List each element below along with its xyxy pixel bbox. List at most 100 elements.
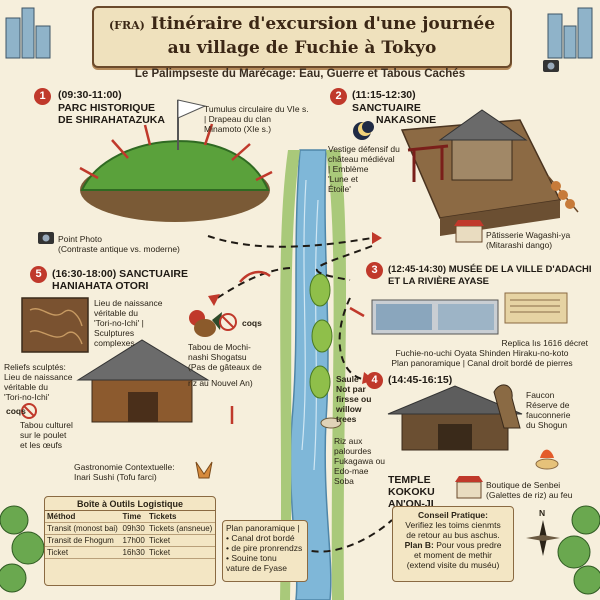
plan-b-label: Plan B: [404,540,434,550]
reliefs-line: véritable du [4,382,48,392]
logistics-toolbox: Boîte à Outils Logistique Méthod Time Ti… [44,496,216,586]
gastro-line: Gastronomie Contextuelle: [74,462,175,472]
birth-line: 'Tori-no-Ichi' | [94,318,144,328]
clam-rice-note: Riz aux palourdes Fukagawa ou Edo-mae So… [334,436,390,486]
birth-line: complexes [94,338,135,348]
title-text-1: Itinéraire d'excursion d'une journée [150,14,496,34]
mochi-taboo-note: Tabou de Mochi- nashi Shogatsu (Pas de g… [188,342,282,388]
willow-line: Not par [336,384,366,394]
time-cell: 16h30 [120,546,148,559]
falcon-line: du Shogun [526,420,568,430]
method-cell: Transit de Fhogum [45,534,121,547]
stop-2-note: château médiéval [328,154,395,164]
stop-4-time: (14:45-16:15) [388,374,453,386]
subtitle: Le Palimpseste du Marécage: Eau, Guerre … [134,68,466,80]
culture-taboo-note: Tabou culturel sur le poulet et les œufs [20,420,96,450]
stop-2-note: Étoile' [328,184,351,194]
willow-note: Saule Not par firsse ou willow trees [336,374,382,424]
compass-icon [526,520,560,556]
stop-2-note: 'Lune et [328,174,358,184]
gastro-line: Inari Sushi (Tofu farci) [74,472,157,482]
stop-5-name-2: HANIAHATA OTORI [52,280,149,292]
title-banner: (FRA) Itinéraire d'excursion d'une journ… [92,6,512,68]
toolbox-header-row: Méthod Time Tickets [45,511,215,523]
stop-2-time: (11:15-12:30) [352,89,416,101]
plan-line: • de pire pronrendzs [226,543,303,553]
stop-1-note: | Drapeau du clan [204,114,271,124]
plan-line: vature de Fyase [226,563,287,573]
senbei-line: Boutique de Senbei [486,480,561,490]
coqs-label: coqs [242,318,262,328]
stop-1-notes: Tumulus circulaire du VIe s. | Drapeau d… [204,104,314,134]
stop-3-time-name: (12:45-14:30) MUSÉE DE LA VILLE D'ADACHI [388,264,592,275]
stop-2-name-2: NAKASONE [376,114,437,126]
stop-3-notes: Replica lıs 1616 décret Fuchie-no-uchi O… [366,338,598,368]
stop-1-photo-point: Point Photo (Contraste antique vs. moder… [58,234,228,254]
shop-detail: (Mitarashi dango) [486,240,553,250]
falcon-line: fauconnerie [526,410,571,420]
shop-name: Pâtisserie Wagashi-ya [486,230,571,240]
riz-line: palourdes [334,446,372,456]
mochi-line: nashi Shogatsu [188,352,247,362]
reliefs-line: Reliefs sculptés: [4,362,66,372]
mochi-line: riz au Nouvel An) [188,378,253,388]
photo-point-detail: (Contraste antique vs. moderne) [58,244,180,254]
stop-3-note: Replica lıs 1616 décret [501,338,588,348]
stop-4-name-1: TEMPLE [388,474,431,486]
falcon-note: Faucon Réserve de fauconnerie du Shogun [526,390,598,430]
practical-tips: Conseil Pratique: Verifiez les toims cie… [392,506,514,582]
stop-3-number: 3 [366,262,383,279]
toolbox-col-method: Méthod [45,511,121,523]
birth-line: Lieu de naissance [94,298,163,308]
stop-3-name-2: ET LA RIVIÈRE AYASE [388,276,490,287]
table-row: Transit (monost bai) 09h30 Tickets (ansn… [45,522,215,535]
riz-line: Riz aux [334,436,363,446]
mochi-line: (Pas de gâteaux de [188,362,262,372]
toolbox-title: Boîte à Outils Logistique [45,497,215,511]
stop-2-shop: Pâtisserie Wagashi-ya (Mitarashi dango) [486,230,598,250]
stop-2-notes: Vestige défensif du château médiéval | E… [328,144,428,194]
reliefs-line: 'Tori-no-Ichi' [4,392,50,402]
tickets-cell: Tickets (ansneue) [147,522,215,535]
stop-1-note: Minamoto (XIe s.) [204,124,272,134]
plan-b-line: (extend visite du muséu) [406,560,500,570]
culture-line: sur le poulet [20,430,67,440]
toolbox-col-time: Time [120,511,148,523]
stop-5-birth-note: Lieu de naissance véritable du 'Tori-no-… [94,298,194,348]
stop-4-name-2: KOKOKU [388,486,435,498]
method-cell: Ticket [45,546,121,559]
toolbox-col-tickets: Tickets [147,511,215,523]
plan-line: • Canal drot bordé [226,533,295,543]
coqs-taboo-label: coqs [6,406,26,416]
birth-line: véritable du [94,308,138,318]
falcon-line: Faucon [526,390,555,400]
language-tag: (FRA) [108,19,145,32]
title-line-1: (FRA) Itinéraire d'excursion d'une journ… [94,13,510,37]
plan-b-line: et moment de methir [414,550,492,560]
stop-1-name-1: PARC HISTORIQUE [58,102,156,114]
willow-line: trees [336,414,357,424]
willow-line: firsse ou [336,394,372,404]
reliefs-note: Reliefs sculptés: Lieu de naissance véri… [4,362,92,402]
falcon-line: Réserve de [526,400,570,410]
stop-3-note: Fuchie-no-uchi Oyata Shinden Hiraku-no-k… [395,348,569,358]
compass-north: N [539,508,546,518]
stop-2-number: 2 [330,88,347,105]
culture-line: Tabou culturel [20,420,73,430]
birth-line: Sculptures [94,328,135,338]
tips-line: de retour au bus aschus. [406,530,500,540]
riz-line: Fukagawa ou [334,456,386,466]
willow-line: willow [336,404,362,414]
time-cell: 17h00 [120,534,148,547]
tickets-cell: Ticket [147,546,215,559]
gastronomy-note: Gastronomie Contextuelle: Inari Sushi (T… [74,462,202,482]
compass-rose: N [520,508,566,568]
senbei-shop-note: Boutique de Senbei (Galettes de riz) au … [486,480,598,500]
stop-3-note: Plan panoramique | Canal droit bordé de … [391,358,573,368]
method-cell: Transit (monost bai) [45,522,121,535]
table-row: Transit de Fhogum 17h00 Ticket [45,534,215,547]
riz-line: Soba [334,476,354,486]
willow-line: Saule [336,374,359,384]
plan-b-line: Pour vous predre [436,540,502,550]
tickets-cell: Ticket [147,534,215,547]
